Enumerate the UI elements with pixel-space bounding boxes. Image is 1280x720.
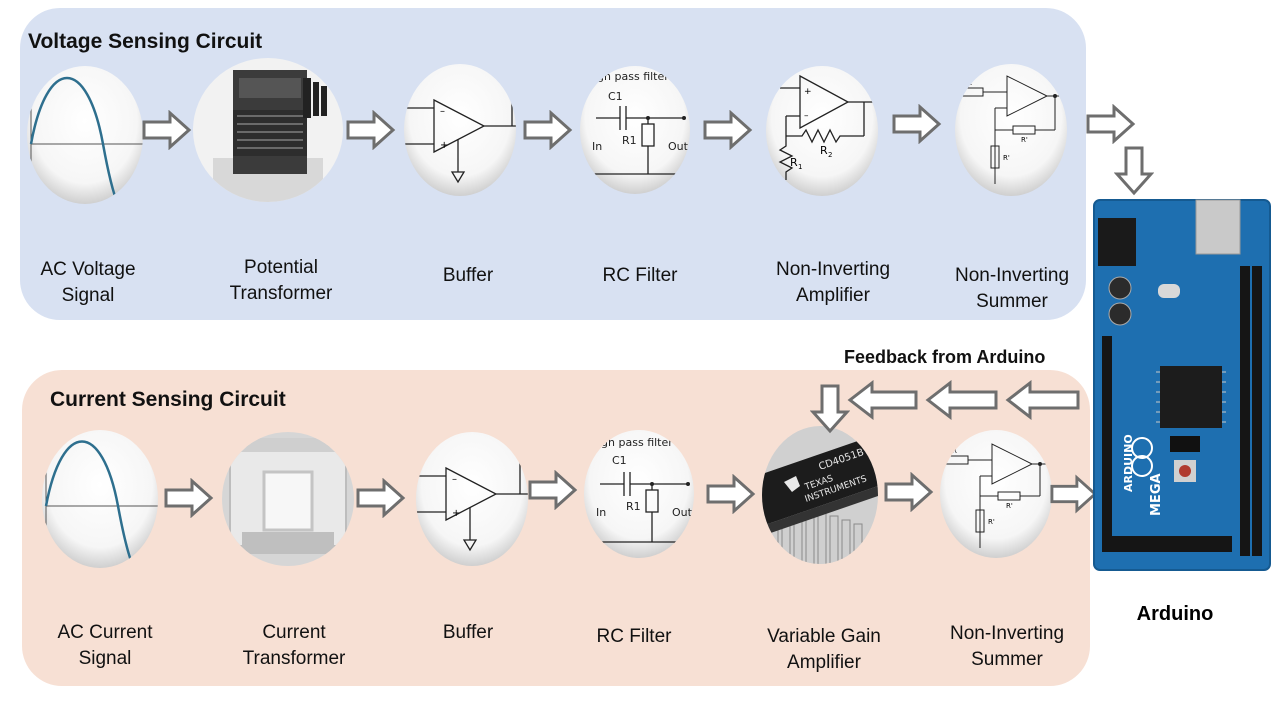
svg-text:2: 2	[828, 151, 832, 159]
flow-arrow	[892, 104, 942, 144]
svg-text:R1: R1	[626, 500, 641, 513]
svg-text:R: R	[790, 156, 798, 169]
ac-current-signal-node	[42, 430, 158, 568]
flow-arrow	[356, 478, 406, 518]
op-amp-buffer-icon: – +	[404, 64, 516, 196]
current-transformer-node	[222, 432, 354, 566]
svg-text:–: –	[440, 106, 445, 117]
svg-text:+: +	[440, 140, 448, 151]
voltage-node-label: Non-Inverting Summer	[954, 265, 1070, 312]
voltage-panel-title: Voltage Sensing Circuit	[28, 30, 263, 53]
svg-text:R: R	[820, 144, 828, 157]
current-summer-node: R R' R'	[940, 430, 1052, 558]
arduino-label: Arduino	[1136, 603, 1214, 625]
current-node-label: Non-Inverting Summer	[949, 623, 1065, 670]
current-transformer-icon	[222, 432, 354, 566]
rc-filter-icon: igh pass filter C1 R1 In Out	[584, 430, 694, 558]
svg-text:+: +	[804, 87, 812, 97]
voltage-node-label: RC Filter	[602, 265, 678, 286]
current-panel-title: Current Sensing Circuit	[50, 388, 286, 411]
sine-wave-icon	[42, 430, 158, 568]
voltage-summer-node: R R' R'	[955, 64, 1067, 196]
arduino-mega-icon: ARDUINO MEGA	[1093, 199, 1271, 571]
svg-text:1: 1	[798, 163, 802, 171]
svg-text:C1: C1	[612, 454, 627, 467]
voltage-sensing-panel	[20, 8, 1086, 320]
op-amp-buffer-icon: – +	[416, 432, 528, 566]
flow-arrow	[1086, 104, 1136, 144]
voltage-node-label: Potential Transformer	[229, 257, 333, 304]
svg-text:Out: Out	[672, 506, 693, 519]
feedback-arrow-down	[810, 384, 850, 434]
svg-text:–: –	[452, 474, 457, 485]
svg-text:R: R	[952, 447, 957, 455]
svg-text:In: In	[592, 140, 602, 153]
board-name-text: ARDUINO	[1122, 434, 1135, 492]
flow-arrow	[164, 478, 214, 518]
current-buffer-node: – +	[416, 432, 528, 566]
svg-text:–: –	[804, 111, 809, 121]
rc-filter-caption: igh pass filter	[594, 70, 669, 83]
voltage-node-label: Buffer	[442, 265, 494, 286]
svg-text:R': R'	[988, 518, 995, 526]
flow-arrow	[528, 470, 578, 510]
flow-arrow	[703, 110, 753, 150]
potential-transformer-icon	[193, 58, 343, 202]
feedback-arrow	[847, 380, 918, 420]
current-sensing-panel	[22, 370, 1090, 686]
sine-wave-icon	[27, 66, 143, 204]
current-node-label: Current Transformer	[242, 622, 346, 669]
potential-transformer-node	[193, 58, 343, 202]
svg-text:+: +	[452, 508, 460, 519]
summer-circuit-icon: R R' R'	[955, 64, 1067, 196]
feedback-arrow	[1005, 380, 1080, 420]
arduino-board: ARDUINO MEGA	[1090, 196, 1274, 579]
board-model-text: MEGA	[1149, 473, 1164, 516]
variable-gain-amplifier-node: CD4051B TEXAS INSTRUMENTS	[762, 426, 878, 564]
flow-arrow	[884, 472, 934, 512]
flow-arrow	[142, 110, 192, 150]
voltage-node-label: Non-Inverting Amplifier	[775, 259, 891, 306]
current-node-label: AC Current Signal	[57, 622, 153, 669]
voltage-buffer-node: – +	[404, 64, 516, 196]
ic-chip-icon: CD4051B TEXAS INSTRUMENTS	[762, 426, 878, 564]
flow-arrow	[706, 474, 756, 514]
current-node-label: RC Filter	[596, 626, 672, 647]
feedback-label: Feedback from Arduino	[844, 347, 1046, 367]
ti-logo-icon	[784, 476, 800, 492]
flow-arrow	[523, 110, 573, 150]
svg-text:C1: C1	[608, 90, 623, 103]
current-node-label: Variable Gain Amplifier	[767, 626, 881, 673]
rc-filter-caption: igh pass filter	[598, 436, 673, 449]
svg-text:R': R'	[1021, 136, 1028, 144]
feedback-arrow	[925, 380, 998, 420]
voltage-node-label: AC Voltage Signal	[40, 259, 136, 306]
summer-circuit-icon: R R' R'	[940, 430, 1052, 558]
flow-arrow	[346, 110, 396, 150]
rc-filter-icon: igh pass filter C1 R1 In Out	[580, 66, 690, 194]
current-node-label: Buffer	[442, 622, 494, 643]
flow-arrow-down	[1114, 146, 1154, 196]
svg-text:R': R'	[1006, 502, 1013, 510]
voltage-rc-filter-node: igh pass filter C1 R1 In Out	[580, 66, 690, 194]
svg-text:In: In	[596, 506, 606, 519]
svg-text:R': R'	[1003, 154, 1010, 162]
ac-voltage-signal-node	[27, 66, 143, 204]
svg-text:R1: R1	[622, 134, 637, 147]
current-rc-filter-node: igh pass filter C1 R1 In Out	[584, 430, 694, 558]
svg-text:Out: Out	[668, 140, 689, 153]
